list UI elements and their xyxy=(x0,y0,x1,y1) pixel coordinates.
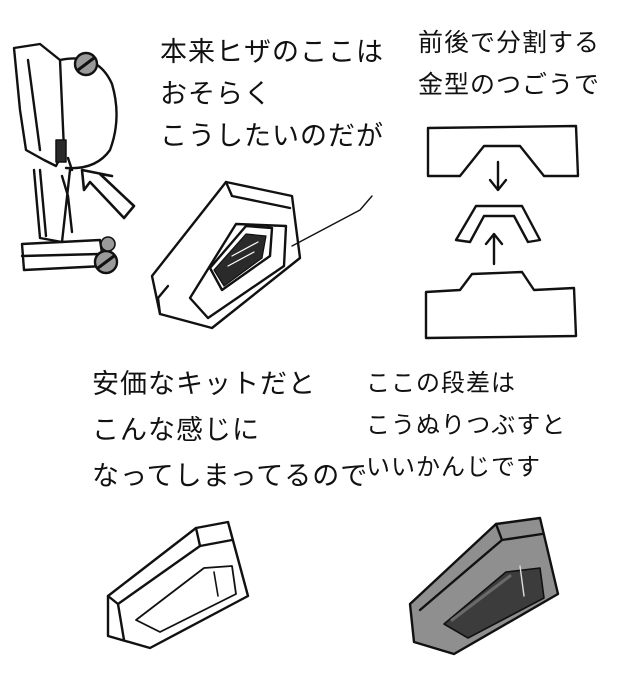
caption-line: こんな感じに xyxy=(92,415,260,446)
caption-bottom-left: 安価なキットだと こんな感じに なってしまってるので xyxy=(92,362,368,500)
caption-line: なってしまってるので xyxy=(92,461,369,492)
caption-line: 安価なキットだと xyxy=(92,369,316,400)
painted-part-illustration xyxy=(408,516,560,656)
caption-line: 金型のつごうで xyxy=(418,70,601,99)
caption-top-left: 本来ヒザのここは おそらく こうしたいのだが xyxy=(160,32,384,158)
caption-bottom-right: ここの段差は こうぬりつぶすと いいかんじです xyxy=(366,362,566,488)
caption-line: ここの段差は xyxy=(366,369,516,397)
caption-line: いいかんじです xyxy=(366,453,541,481)
caption-line: おそらく xyxy=(160,79,272,110)
caption-line: 前後で分割する xyxy=(418,28,601,57)
screw-icon xyxy=(93,249,119,275)
caption-line: こうしたいのだが xyxy=(160,121,384,152)
screw-icon xyxy=(100,236,116,252)
caption-line: 本来ヒザのここは xyxy=(160,37,384,68)
robot-leg-illustration xyxy=(12,42,136,272)
caption-line: こうぬりつぶすと xyxy=(366,411,567,439)
cheap-kit-part-illustration xyxy=(106,520,250,650)
caption-top-right: 前後で分割する 金型のつごうで xyxy=(418,22,600,106)
screw-icon xyxy=(73,51,99,77)
knee-part-ideal-illustration xyxy=(150,180,373,330)
mold-diagram xyxy=(424,124,580,340)
